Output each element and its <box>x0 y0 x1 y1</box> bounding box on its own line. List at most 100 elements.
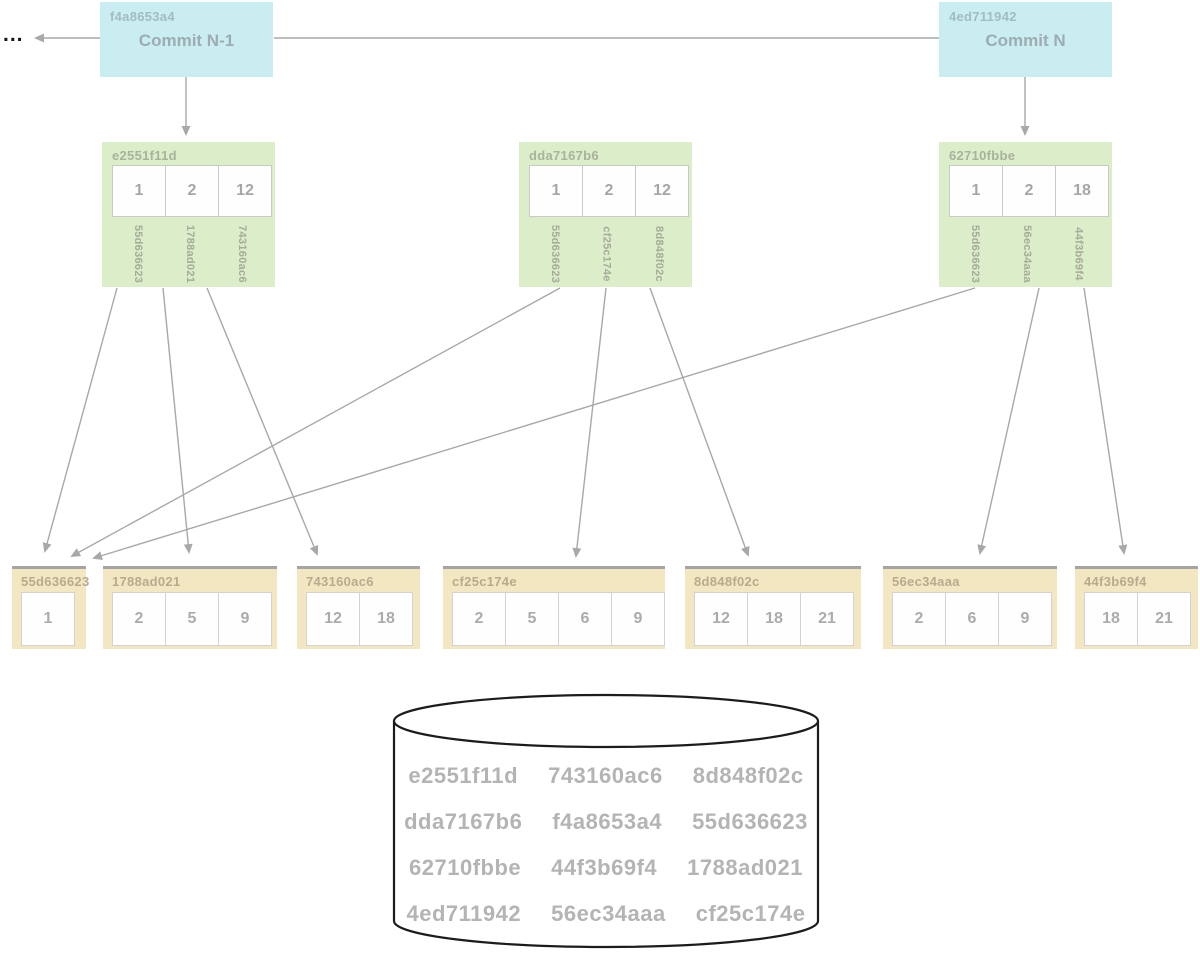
blob-hash: 8d848f02c <box>694 574 760 589</box>
entry-cell: 9 <box>611 592 665 646</box>
db-hash-list: e2551f11d 743160ac6 8d848f02c dda7167b6 f4a8… <box>392 753 820 937</box>
db-hash: 55d636623 <box>692 809 808 834</box>
child-hash-slot: 743160ac6 <box>216 217 268 290</box>
edge-62710fbbe-to-44f3b69f4 <box>1083 287 1128 555</box>
tree-child-hashes: 55d636623 1788ad021 743160ac6 <box>112 217 275 290</box>
child-hash-slot: cf25c174e <box>581 217 633 290</box>
child-hash-slot: 56ec34aaa <box>1001 217 1053 290</box>
db-hash-row: dda7167b6 f4a8653a4 55d636623 <box>392 799 820 845</box>
entry-cell: 18 <box>1084 592 1138 646</box>
child-hash-label: 56ec34aaa <box>1021 224 1034 283</box>
db-hash: f4a8653a4 <box>552 809 663 834</box>
db-hash: e2551f11d <box>408 763 519 788</box>
entry-cell: 6 <box>945 592 999 646</box>
tree-hash: e2551f11d <box>112 148 177 163</box>
db-hash: dda7167b6 <box>404 809 523 834</box>
edge-e2551f11d-to-55d636623 <box>42 287 118 553</box>
blob-hash: 1788ad021 <box>112 574 181 589</box>
child-hash-label: 8d848f02c <box>653 225 665 282</box>
object-database-cylinder: e2551f11d 743160ac6 8d848f02c dda7167b6 f4a8… <box>392 691 820 955</box>
child-hash-slot: 55d636623 <box>112 217 164 290</box>
child-hash-slot: 1788ad021 <box>164 217 216 290</box>
commit-label: Commit N-1 <box>138 31 235 50</box>
entry-cell: 5 <box>165 592 219 646</box>
child-hash-slot: 55d636623 <box>949 217 1001 290</box>
child-hash-slot: 44f3b69f4 <box>1053 217 1105 290</box>
entry-cell: 9 <box>998 592 1052 646</box>
commit-hash: f4a8653a4 <box>110 9 175 24</box>
edge-e2551f11d-to-1788ad021 <box>162 287 193 554</box>
entry-cell: 18 <box>747 592 801 646</box>
edge-dda7167b6-to-55d636623 <box>70 287 561 557</box>
child-hash-label: 743160ac6 <box>236 224 249 283</box>
entry-cell: 21 <box>800 592 854 646</box>
blob-cells: 1 <box>21 592 86 646</box>
entry-cell: 1 <box>21 592 75 646</box>
entry-cell: 12 <box>694 592 748 646</box>
tree-hash: 62710fbbe <box>949 148 1016 163</box>
entry-cell: 2 <box>582 165 636 217</box>
child-hash-slot: 8d848f02c <box>633 217 685 290</box>
db-hash: 62710fbbe <box>409 855 522 880</box>
edge-e2551f11d-to-743160ac6 <box>206 287 319 556</box>
entry-cell: 2 <box>452 592 506 646</box>
child-hash-label: 55d636623 <box>132 224 144 283</box>
entry-cell: 12 <box>218 165 272 217</box>
tree-child-hashes: 55d636623 56ec34aaa 44f3b69f4 <box>949 217 1112 290</box>
child-hash-label: 55d636623 <box>549 224 561 283</box>
entry-cell: 12 <box>635 165 689 217</box>
tree-child-hashes: 55d636623 cf25c174e 8d848f02c <box>529 217 692 290</box>
db-hash: 4ed711942 <box>406 901 522 926</box>
child-hash-label: 1788ad021 <box>184 224 196 283</box>
entry-cell: 18 <box>359 592 413 646</box>
entry-cell: 18 <box>1055 165 1109 217</box>
blob-node-55d636623: 55d636623 1 <box>12 566 90 649</box>
entry-cell: 2 <box>892 592 946 646</box>
entry-cell: 9 <box>218 592 272 646</box>
db-hash-row: 62710fbbe 44f3b69f4 1788ad021 <box>392 845 820 891</box>
db-hash: 56ec34aaa <box>551 901 666 926</box>
commit-node-n-1: f4a8653a4 Commit N-1 <box>100 2 273 77</box>
child-hash-label: 44f3b69f4 <box>1073 226 1086 281</box>
db-hash: 44f3b69f4 <box>551 855 658 880</box>
cylinder-shape <box>392 693 820 949</box>
entry-cell: 2 <box>112 592 166 646</box>
entry-cell: 1 <box>949 165 1003 217</box>
blob-hash: 743160ac6 <box>306 574 374 589</box>
child-hash-label: 55d636623 <box>969 224 981 283</box>
commit-hash: 4ed711942 <box>949 9 1017 24</box>
entry-cell: 2 <box>1002 165 1056 217</box>
db-hash: 8d848f02c <box>692 763 804 788</box>
commit-label: Commit N <box>985 31 1066 50</box>
edge-62710fbbe-to-56ec34aaa <box>977 287 1040 555</box>
entry-cell: 21 <box>1137 592 1191 646</box>
db-hash: 743160ac6 <box>548 763 663 788</box>
commit-node-n: 4ed711942 Commit N <box>939 2 1112 77</box>
db-hash: 1788ad021 <box>687 855 803 880</box>
child-hash-slot: 55d636623 <box>529 217 581 290</box>
entry-cell: 5 <box>505 592 559 646</box>
entry-cell: 6 <box>558 592 612 646</box>
entry-cell: 12 <box>306 592 360 646</box>
edge-dda7167b6-to-8d848f02c <box>649 287 750 557</box>
blob-hash: 55d636623 <box>21 574 90 589</box>
db-hash-row: e2551f11d 743160ac6 8d848f02c <box>392 753 820 799</box>
blob-hash: 44f3b69f4 <box>1084 574 1147 589</box>
